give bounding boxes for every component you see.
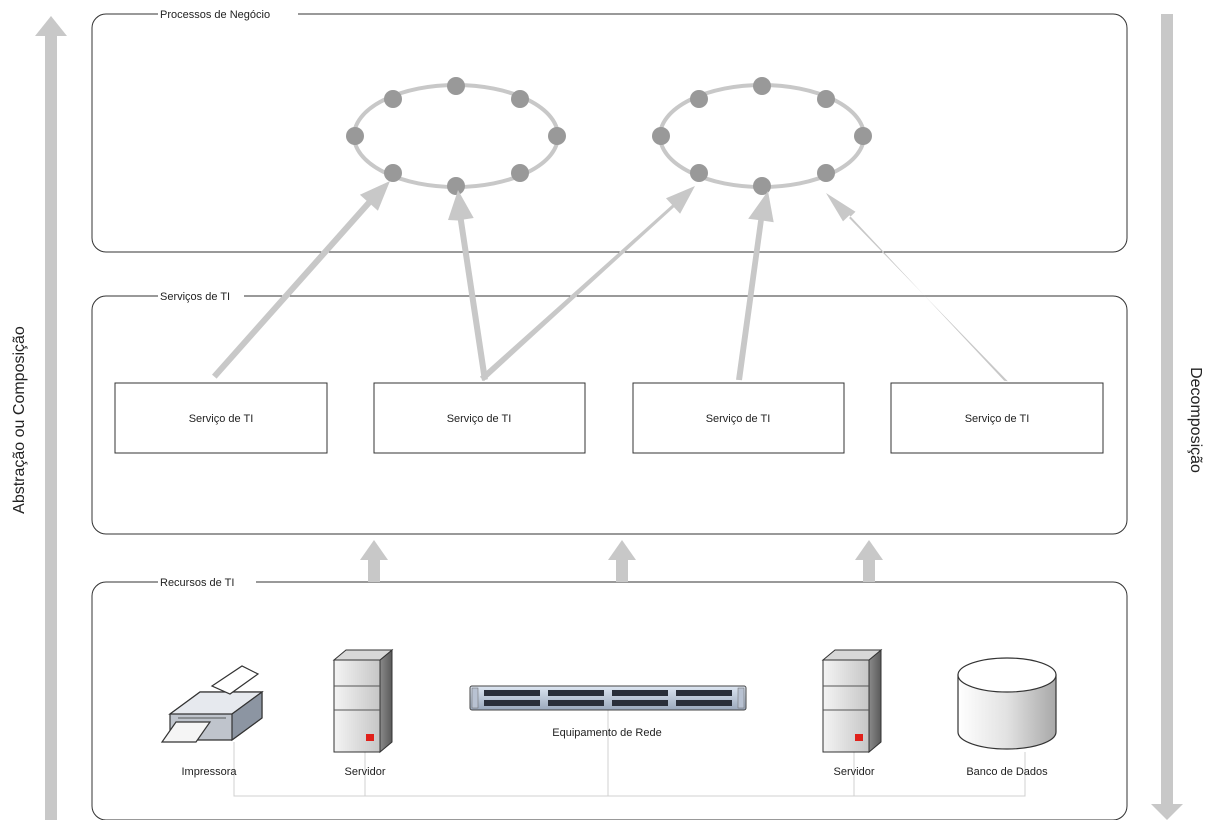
process-node	[817, 90, 835, 108]
process-node	[447, 77, 465, 95]
process-node	[854, 127, 872, 145]
business-process-layer	[91, 13, 1128, 253]
server-icon	[821, 648, 883, 754]
service-box-4: Serviço de TI	[890, 382, 1104, 454]
arrow-service3-to-ring2	[736, 191, 774, 381]
server-label: Servidor	[345, 766, 386, 778]
arrow-service2-to-ring1	[448, 190, 488, 381]
decomposition-axis-label: Decomposição	[1187, 367, 1204, 473]
arrow-resource-up-2	[608, 540, 636, 582]
server-label: Servidor	[834, 766, 875, 778]
process-node	[511, 164, 529, 182]
abstraction-axis-arrow	[35, 16, 67, 820]
network-label: Equipamento de Rede	[552, 727, 661, 739]
process-node	[384, 90, 402, 108]
process-node	[548, 127, 566, 145]
service-label: Serviço de TI	[965, 413, 1030, 425]
service-to-process-arrows	[212, 181, 1008, 382]
process-node	[753, 177, 771, 195]
process-node	[384, 164, 402, 182]
process-node	[817, 164, 835, 182]
network-switch-icon	[469, 685, 747, 711]
process-node	[346, 127, 364, 145]
arrow-service1-to-ring1	[212, 181, 390, 379]
process-node	[511, 90, 529, 108]
service-box-2: Serviço de TI	[373, 382, 586, 454]
database-label: Banco de Dados	[966, 766, 1048, 778]
it-services-layer	[91, 295, 1128, 535]
services-layer-title: Serviços de TI	[160, 291, 230, 303]
network-connections	[233, 710, 1026, 797]
service-label: Serviço de TI	[447, 413, 512, 425]
process-ring-1	[346, 77, 566, 195]
abstraction-axis-label: Abstração ou Composição	[11, 326, 28, 514]
arrow-resource-up-1	[360, 540, 388, 582]
service-box-3: Serviço de TI	[632, 382, 845, 454]
arrow-service4-to-ring2	[826, 193, 1008, 382]
process-node	[652, 127, 670, 145]
process-ring-2	[652, 77, 872, 195]
process-node	[690, 164, 708, 182]
arrow-service2-to-ring2	[479, 186, 695, 382]
printer-label: Impressora	[181, 766, 237, 778]
printer-icon	[160, 665, 264, 743]
service-box-1: Serviço de TI	[114, 382, 328, 454]
decomposition-axis-arrow	[1151, 14, 1183, 820]
database-icon	[957, 657, 1057, 750]
service-label: Serviço de TI	[189, 413, 254, 425]
process-node	[447, 177, 465, 195]
server-icon	[332, 648, 394, 754]
process-node	[753, 77, 771, 95]
resources-layer-title: Recursos de TI	[160, 577, 234, 589]
resource-to-service-arrows	[360, 540, 883, 582]
business-layer-title: Processos de Negócio	[160, 9, 270, 21]
service-label: Serviço de TI	[706, 413, 771, 425]
arrow-resource-up-3	[855, 540, 883, 582]
process-node	[690, 90, 708, 108]
